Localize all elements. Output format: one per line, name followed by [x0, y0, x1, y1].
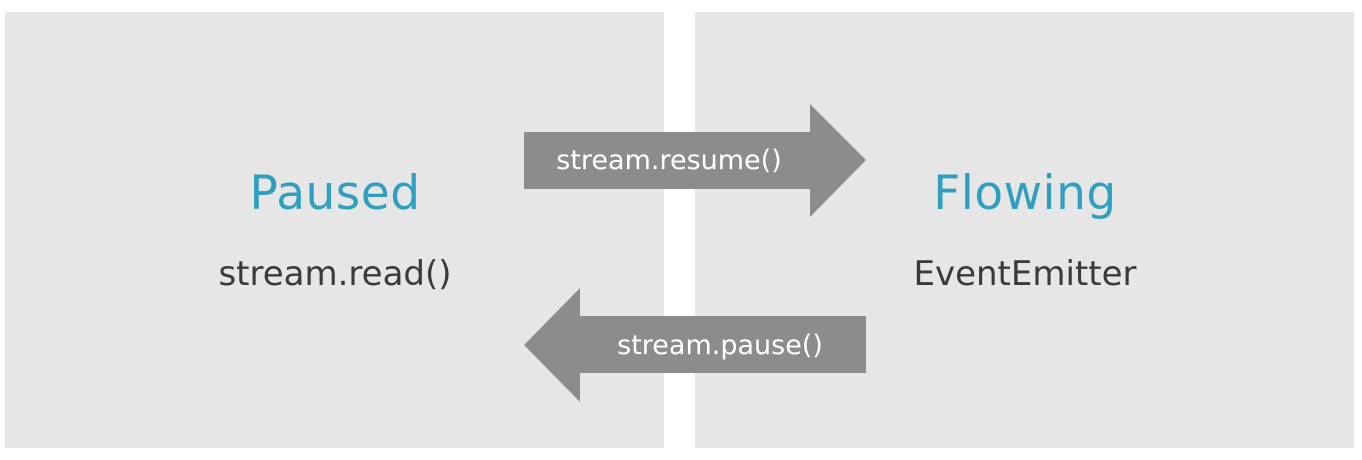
resume-arrow-label: stream.resume(): [556, 145, 782, 176]
paused-state-method: stream.read(): [218, 254, 452, 294]
paused-state-title: Paused: [249, 166, 421, 221]
paused-state-panel: [5, 12, 664, 448]
flowing-state-panel: [695, 12, 1354, 448]
flowing-state-title: Flowing: [933, 166, 1117, 221]
pause-arrow-label: stream.pause(): [617, 330, 823, 361]
flowing-state-method: EventEmitter: [913, 254, 1137, 294]
